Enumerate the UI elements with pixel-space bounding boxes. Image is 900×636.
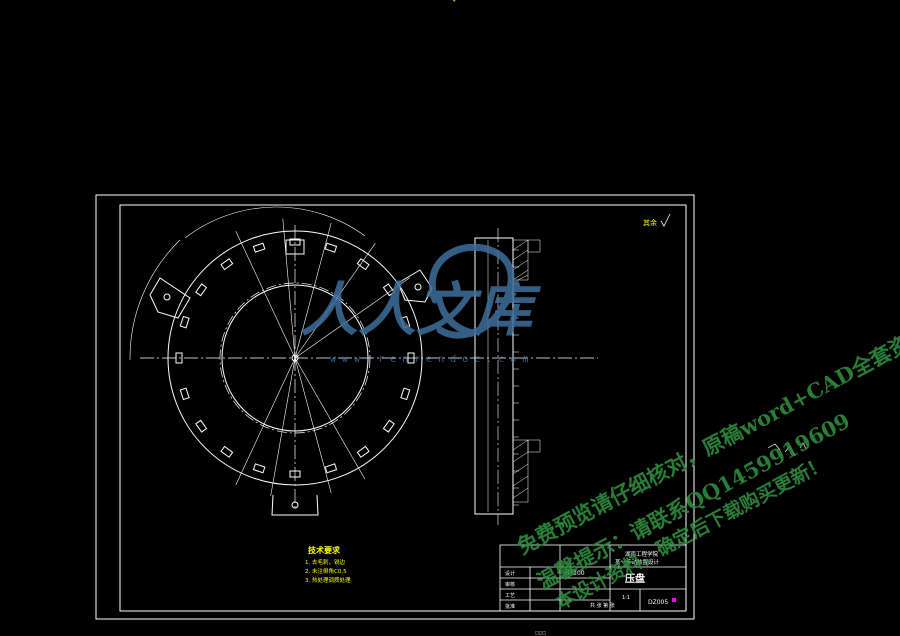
- right-ear: [397, 269, 433, 303]
- green-line-3: 本设计资料，确定后下载购买更新！: [552, 451, 831, 614]
- side-symbol: [767, 442, 807, 457]
- svg-text:其余: 其余: [643, 218, 657, 227]
- perimeter-slot: [252, 242, 266, 253]
- logo-text: 人人文库: [300, 276, 542, 344]
- school-line-2: 某一传动装置设计: [615, 558, 660, 566]
- perimeter-slot: [195, 283, 208, 297]
- bottom-lug: [271, 494, 319, 516]
- outer-contour: [167, 230, 423, 486]
- drawing-number: DZ005: [648, 599, 668, 606]
- checker-label: 审核: [505, 581, 515, 588]
- title-block: [499, 544, 687, 612]
- perimeter-slot: [382, 283, 395, 297]
- radial-line: [294, 357, 366, 480]
- tech-req-item-3: 3. 热处理调质处理: [305, 576, 351, 584]
- perimeter-slot: [252, 463, 266, 474]
- perimeter-slot: [220, 445, 234, 458]
- magenta-mark: [672, 598, 676, 602]
- bottom-lug-hole: [291, 501, 299, 509]
- radial-line: [294, 277, 410, 359]
- front-view-plate: [129, 206, 598, 516]
- perimeter-slot: [324, 463, 338, 474]
- radial-line: [270, 357, 296, 496]
- perimeter-slot: [324, 242, 338, 253]
- perimeter-slot: [220, 258, 234, 271]
- section-hatch-top: [512, 239, 541, 281]
- perimeter-slot: [289, 238, 301, 246]
- approve-label: 批准: [505, 603, 515, 610]
- sheet-info: 共 张 第 张: [590, 602, 615, 609]
- sheet-outer-border: [95, 194, 695, 620]
- sheet-inner-frame: [119, 204, 687, 612]
- roughness-note: 其余: [643, 213, 671, 227]
- radial-line: [294, 222, 332, 359]
- tech-req-item-1: 1. 去毛刺，锐边: [305, 558, 345, 566]
- perimeter-slot: [289, 470, 301, 478]
- perimeter-slot: [179, 315, 190, 329]
- perimeter-slot: [356, 445, 370, 458]
- section-dimension-ticks: [513, 249, 519, 506]
- perimeter-slot: [382, 419, 395, 433]
- perimeter-slot: [195, 419, 208, 433]
- top-mark: ˇ: [452, 0, 457, 10]
- perimeter-slot: [175, 352, 183, 364]
- radial-line: [294, 357, 332, 494]
- perimeter-slot: [400, 315, 411, 329]
- perimeter-slot: [407, 352, 415, 364]
- tech-req-title: 技术要求: [308, 545, 341, 555]
- designer-label: 设计: [505, 570, 515, 577]
- technical-requirements: 技术要求 1. 去毛刺，锐边 2. 未注倒角C0.5 3. 热处理调质处理: [305, 545, 351, 584]
- tech-req-item-2: 2. 未注倒角C0.5: [305, 567, 347, 575]
- radial-line: [294, 243, 376, 359]
- perimeter-slot: [356, 258, 370, 271]
- radial-line: [282, 218, 296, 359]
- watermark-logo: 人人文库 www.renrendoc.com: [300, 243, 542, 365]
- scale-value: 1:1: [622, 595, 630, 601]
- right-ear-hole: [414, 283, 422, 291]
- slot-group: [175, 238, 415, 478]
- school-line-1: 湖南工程学院: [625, 550, 659, 558]
- perimeter-slot: [400, 387, 411, 401]
- left-ear: [149, 277, 191, 319]
- perimeter-slot: [179, 387, 190, 401]
- watermark-green-text: 免费预览请仔细核对，原稿word+CAD全套资料！ 温馨提示：请联系QQ1459…: [513, 310, 900, 614]
- bolt-circle: [219, 282, 371, 434]
- dimension-arc-2: [129, 239, 181, 361]
- logo-url: www.renrendoc.com: [330, 354, 534, 365]
- process-label: 工艺: [505, 593, 515, 599]
- radial-line: [235, 230, 296, 359]
- material-value: HT200: [565, 570, 585, 577]
- radial-dimension-lines: [235, 218, 410, 496]
- part-name: 压盘: [625, 572, 645, 585]
- title-block-text: 湖南工程学院 某一传动装置设计 HT200 压盘 设计 审核 工艺 批准 共 张…: [505, 550, 676, 610]
- radial-line: [235, 357, 296, 486]
- top-notch: [285, 239, 305, 255]
- dimension-arc: [184, 206, 366, 239]
- bottom-mark: □□□: [535, 630, 547, 635]
- inner-circle: [221, 284, 369, 432]
- logo-swoosh-icon: [429, 243, 515, 339]
- left-ear-hole: [163, 293, 171, 301]
